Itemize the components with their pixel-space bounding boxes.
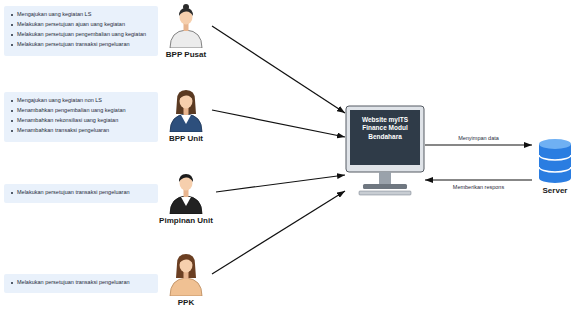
connector-arrow: [425, 179, 532, 180]
hair: [179, 92, 193, 100]
connector-label: Memberikan respons: [451, 184, 506, 190]
task-item: Menambahkan rekonsiliasi uang kegiatan: [10, 117, 152, 124]
torso: [170, 278, 202, 296]
connector-arrow: [212, 110, 345, 137]
disk-separator: [539, 167, 571, 172]
task-list-box: Mengajukan uang kegiatan non LS Menambahk…: [4, 92, 158, 142]
task-list-box: Mengajukan uang kegiatan LS Melakukan per…: [4, 6, 158, 56]
task-list-box: Melakukan persetujuan transaksi pengelua…: [4, 184, 158, 203]
task-item: Melakukan persetujuan ajuan uang kegiata…: [10, 21, 152, 28]
connector-arrow: [212, 26, 345, 113]
person-icon: [166, 252, 206, 296]
connector-arrow: [216, 175, 345, 192]
actor-figure: BPP Pusat: [160, 4, 212, 59]
task-item: Menambahkan pengembalian uang kegiatan: [10, 107, 152, 114]
website-monitor: Website myITS Finance Modul Bendahara: [345, 105, 425, 197]
task-item: Melakukan persetujuan transaksi pengelua…: [10, 41, 152, 48]
cylinder-body: [539, 144, 571, 178]
person-icon: [166, 4, 206, 48]
torso: [170, 30, 202, 48]
hair: [176, 254, 196, 278]
actor-figure: Pimpinan Unit: [156, 170, 216, 225]
keyboard: [359, 191, 411, 195]
task-item: Melakukan persetujuan transaksi pengelua…: [10, 279, 152, 286]
disk-separator: [539, 155, 571, 160]
monitor-screen: [350, 110, 420, 165]
actor-name: PPK: [160, 298, 212, 307]
person-icon: [166, 88, 206, 132]
cylinder-bottom: [539, 173, 571, 183]
task-list-box: Melakukan persetujuan transaksi pengelua…: [4, 274, 158, 293]
hair: [176, 90, 196, 114]
hair: [179, 174, 193, 182]
actor-figure: PPK: [160, 252, 212, 307]
actor-figure: BPP Unit: [160, 88, 212, 143]
task-item: Mengajukan uang kegiatan non LS: [10, 97, 152, 104]
actor-name: BPP Pusat: [160, 50, 212, 59]
torso: [170, 196, 202, 214]
hair-bun: [183, 4, 189, 10]
actor-name: Pimpinan Unit: [156, 216, 216, 225]
connector-arrow: [212, 191, 345, 274]
server-database: Server: [532, 138, 578, 195]
monitor-bezel: [346, 106, 424, 172]
collar: [181, 197, 191, 206]
person-icon: [166, 170, 206, 214]
monitor-base: [363, 184, 407, 189]
connector-arrow: [425, 144, 532, 145]
cylinder-top: [539, 139, 571, 149]
hair: [179, 256, 193, 264]
task-item: Melakukan persetujuan pengembalian uang …: [10, 31, 152, 38]
actor-name: BPP Unit: [160, 134, 212, 143]
server-name: Server: [532, 186, 578, 195]
screen-title: Website myITS Finance Modul Bendahara: [354, 116, 416, 141]
connector-label: Menyimpan data: [456, 135, 501, 141]
task-item: Melakukan persetujuan transaksi pengelua…: [10, 189, 152, 196]
database-icon: [537, 138, 573, 184]
monitor-neck: [379, 172, 391, 184]
torso: [170, 114, 202, 132]
collar: [181, 115, 191, 124]
task-item: Menambahkan transaksi pengeluaran: [10, 127, 152, 134]
task-item: Mengajukan uang kegiatan LS: [10, 11, 152, 18]
